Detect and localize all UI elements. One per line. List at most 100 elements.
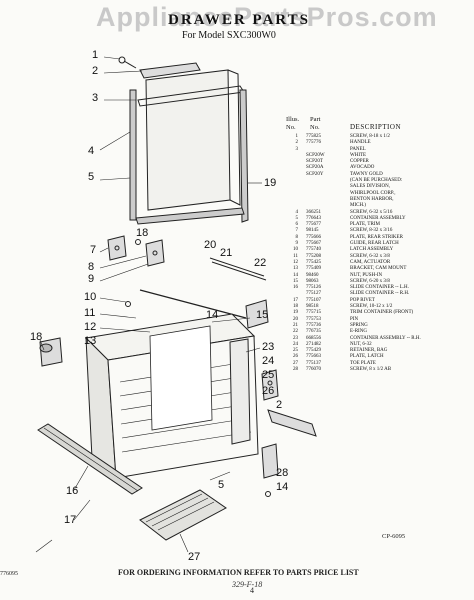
callout-5b: 5 xyxy=(218,479,225,491)
table-row: WHIRLPOOL CORP., xyxy=(284,191,470,197)
cell-desc: WHIRLPOOL CORP., xyxy=(350,190,396,196)
doc-code: 776095 xyxy=(0,571,18,577)
header-no: No. xyxy=(286,124,296,131)
cell-desc: CONTAINER ASSEMBLY xyxy=(350,215,406,221)
cell-illus: 4 xyxy=(295,209,299,215)
cell-illus: 14 xyxy=(293,272,298,278)
callout-19a: 19 xyxy=(264,177,277,189)
header-description: DESCRIPTION xyxy=(350,123,402,131)
callout-21: 21 xyxy=(220,247,233,259)
cell-illus: 7 xyxy=(295,228,299,234)
cell-desc: SLIDE CONTAINER -- R.H. xyxy=(350,291,410,297)
cell-desc: LATCH ASSEMBLY xyxy=(350,247,394,253)
cell-desc: GUIDE, REAR LATCH xyxy=(350,241,399,247)
cell-desc: TAWNY GOLD xyxy=(350,171,383,177)
cell-desc: SCREW, 8 x 1/2 AB xyxy=(350,366,392,372)
cell-part: 775715 xyxy=(306,310,321,316)
callout-18b: 18 xyxy=(30,331,43,343)
cell-part: 775736 xyxy=(306,322,321,328)
cell-desc: SCREW, 10-12 x 1/2 xyxy=(350,304,393,310)
cell-desc: PLATE, REAR STRIKER xyxy=(350,234,403,240)
cell-illus: 28 xyxy=(293,366,298,372)
callout-16: 16 xyxy=(66,485,79,497)
callout-12: 12 xyxy=(84,321,97,333)
cell-illus: 26 xyxy=(293,354,298,360)
cell-part: SCP20W xyxy=(306,152,325,158)
callout-25: 25 xyxy=(262,369,275,381)
callout-27: 27 xyxy=(188,551,201,563)
callout-8: 8 xyxy=(88,261,95,273)
cell-part: 775409 xyxy=(306,266,321,272)
page-number: 4 xyxy=(250,586,254,595)
cell-desc: E-RING xyxy=(350,329,367,335)
callout-11: 11 xyxy=(84,307,96,319)
watermark: AppliancePartsPros.com xyxy=(96,2,438,32)
callout-2b: 2 xyxy=(276,399,283,411)
callout-14b: 14 xyxy=(276,481,289,493)
cell-illus: 22 xyxy=(293,329,298,335)
cell-desc: RETAINER, BAG xyxy=(350,348,388,354)
cell-illus: 18 xyxy=(293,304,298,310)
header-part: Part xyxy=(310,116,321,123)
trim-left xyxy=(129,89,137,221)
handle-part xyxy=(139,62,201,79)
panel-part xyxy=(145,69,231,211)
ordering-footer: FOR ORDERING INFORMATION REFER TO PARTS … xyxy=(118,568,359,577)
cell-part: 775208 xyxy=(306,253,321,259)
cell-illus: 15 xyxy=(293,278,298,284)
callout-22: 22 xyxy=(254,257,267,269)
cell-desc: SPRING xyxy=(350,322,368,328)
cell-desc: SCREW, 8-18 x 1/2 xyxy=(350,134,390,139)
cell-part: 776735 xyxy=(306,329,321,335)
cell-part: 775667 xyxy=(306,241,321,247)
cell-illus: 10 xyxy=(293,247,298,253)
cell-desc: SCREW, 6-32 x 3/8 xyxy=(350,253,390,259)
cell-desc: PANEL xyxy=(350,146,366,152)
callout-28: 28 xyxy=(276,467,289,479)
cell-illus: 16 xyxy=(293,285,298,291)
cell-desc: (CAN BE PURCHASED: xyxy=(350,178,403,184)
cell-part: 775107 xyxy=(306,297,321,303)
cell-desc: COPPER xyxy=(350,159,369,165)
cell-desc: POP RIVET xyxy=(350,297,375,303)
cell-desc: PLATE, TRIM xyxy=(350,222,380,228)
callout-23: 23 xyxy=(262,341,275,353)
cell-illus: 2 xyxy=(295,140,299,146)
cell-desc: SALES DIVISION, xyxy=(350,184,390,190)
cell-illus: 19 xyxy=(293,310,298,316)
cell-part: 775825 xyxy=(306,134,321,139)
table-row: 18 98518 SCREW, 10-12 x 1/2 xyxy=(284,304,470,310)
cell-part: SCP20T xyxy=(306,159,323,165)
callout-24: 24 xyxy=(262,355,275,367)
callout-20: 20 xyxy=(204,239,217,251)
callout-14a: 14 xyxy=(206,309,219,321)
cell-part: 98518 xyxy=(306,304,319,310)
callout-7: 7 xyxy=(90,244,97,256)
cell-illus: 20 xyxy=(293,316,298,322)
cell-part: 775666 xyxy=(306,234,321,240)
cell-part: 775127 xyxy=(306,291,321,297)
trim-right xyxy=(239,89,249,223)
cell-part: 775776 xyxy=(306,140,321,146)
callout-10: 10 xyxy=(84,291,97,303)
callout-5a: 5 xyxy=(88,171,95,183)
cell-illus: 24 xyxy=(293,341,298,347)
cell-part: 98460 xyxy=(306,272,319,278)
